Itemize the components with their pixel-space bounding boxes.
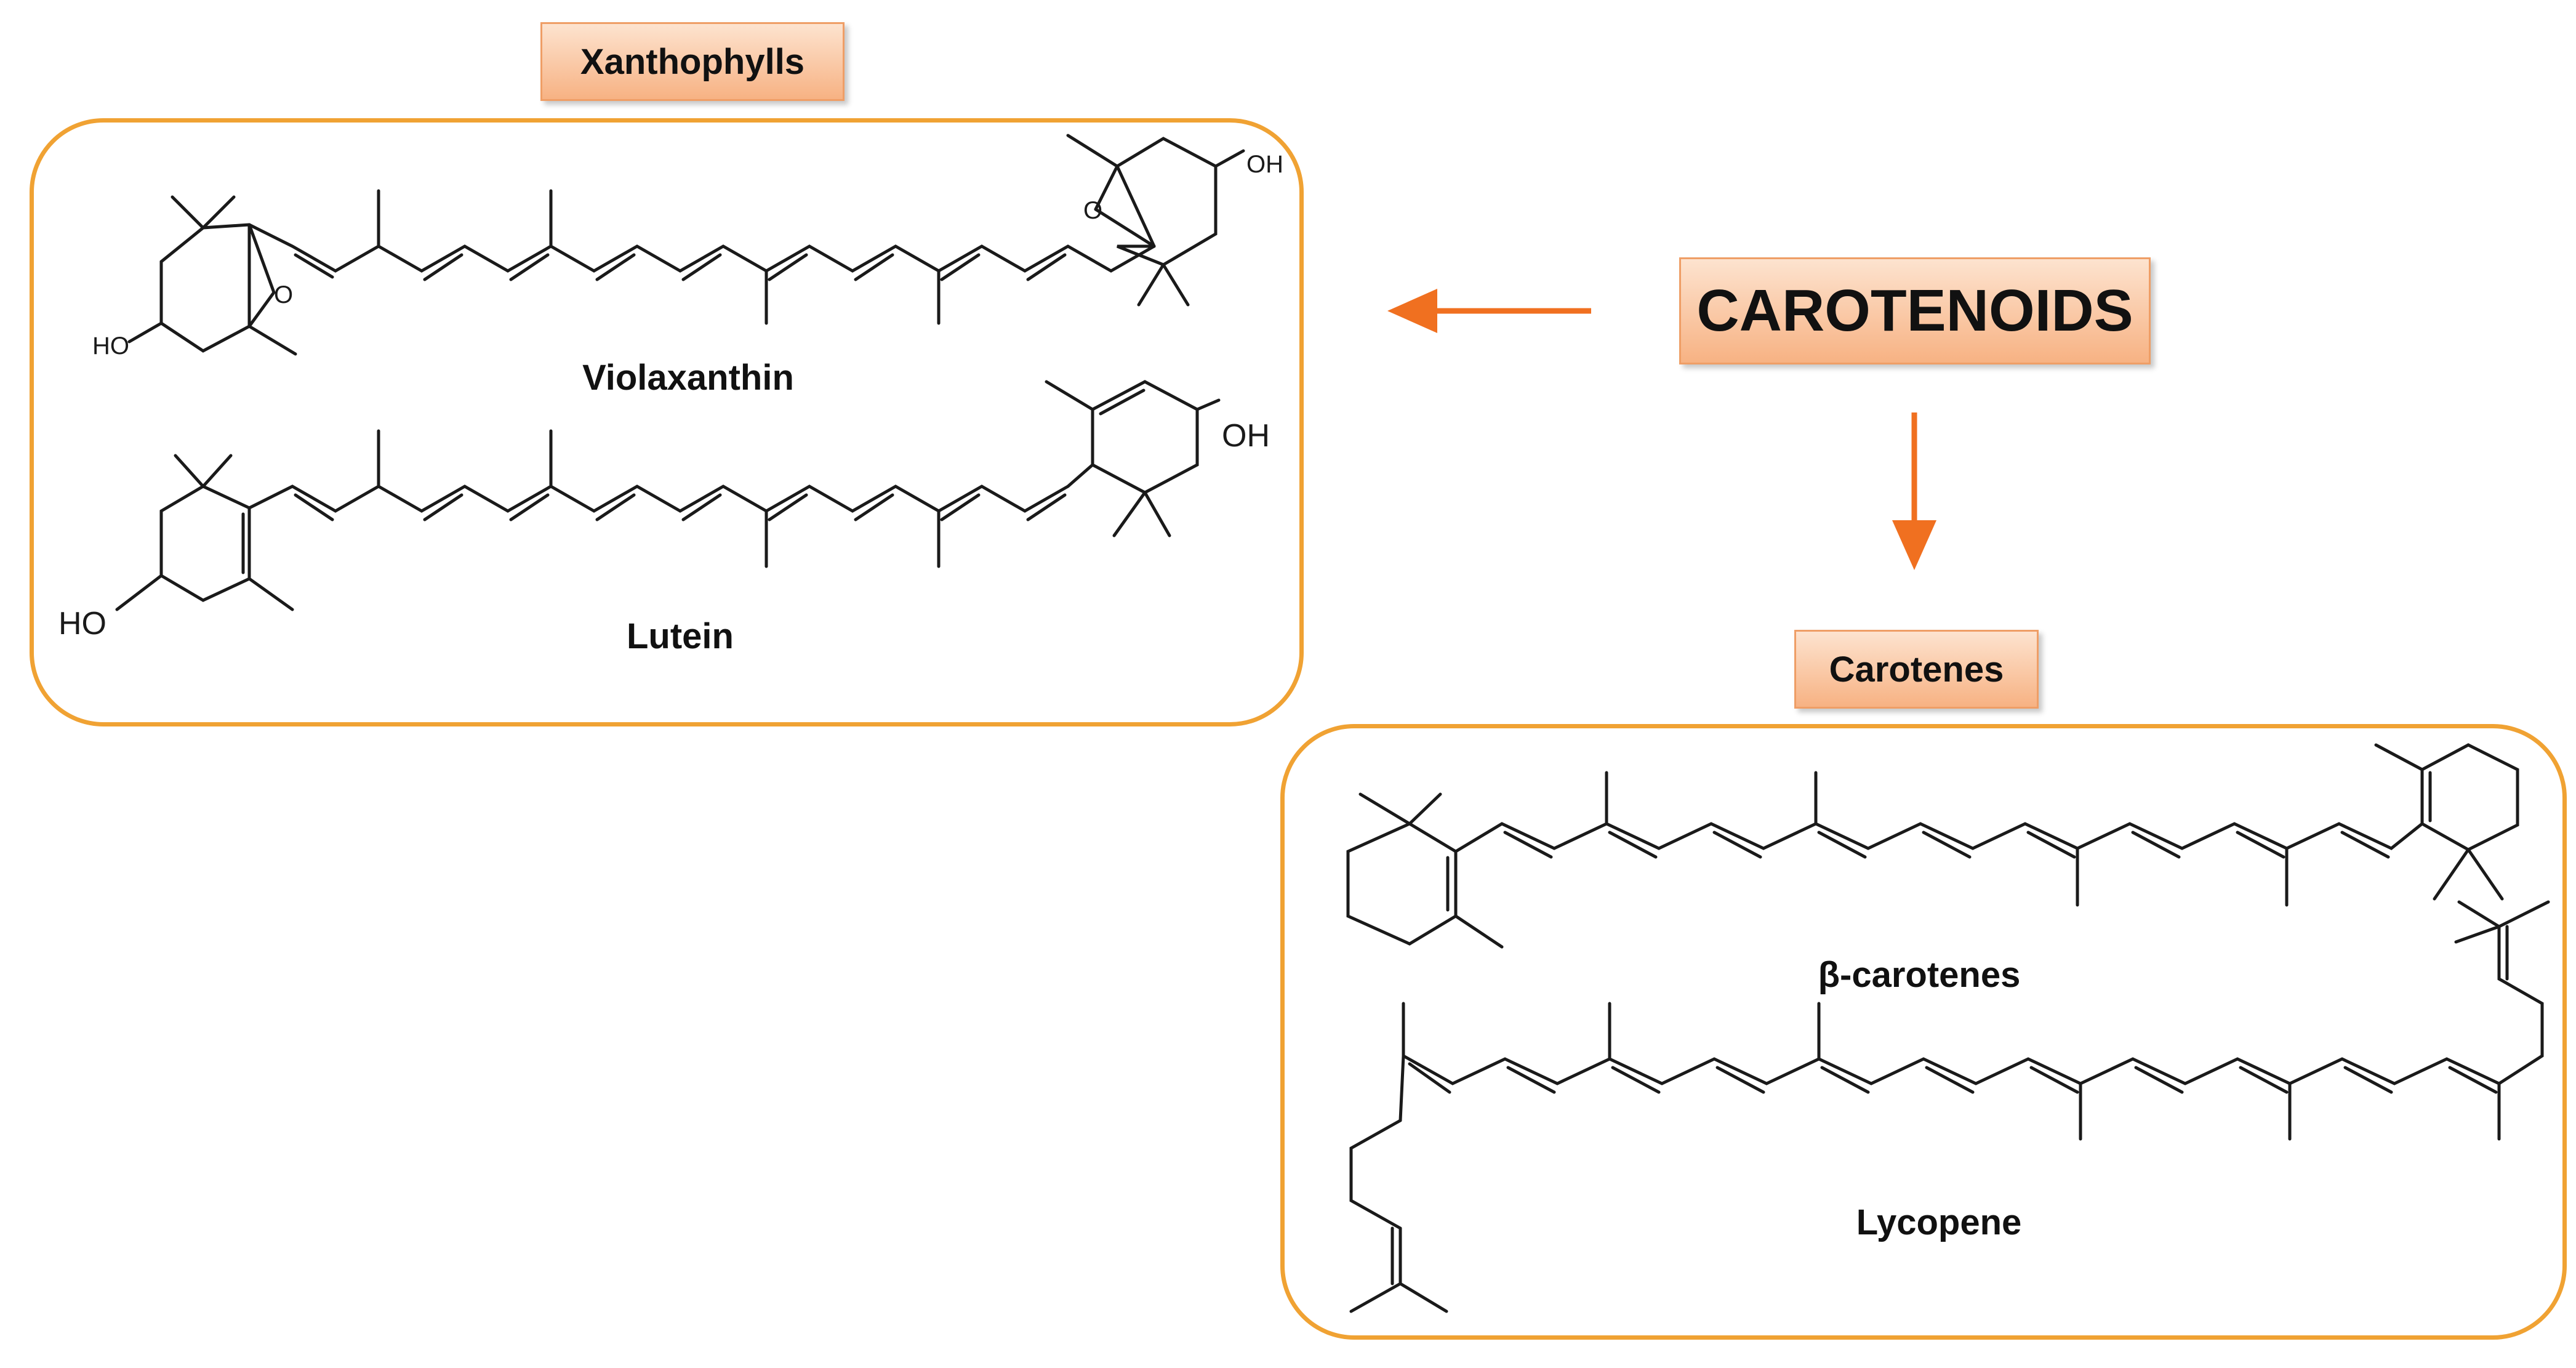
svg-text:O: O (274, 281, 293, 308)
violaxanthin-structure: O O OH HO (92, 134, 1283, 360)
molecule-name-lutein: Lutein (627, 616, 734, 656)
xanthophylls-group-box (30, 118, 1304, 726)
carotenes-label: Carotenes (1794, 630, 2039, 709)
lutein-structure: HO OH (58, 380, 1270, 642)
molecule-name-beta-carotene: β-carotenes (1818, 955, 2021, 995)
lycopene-structure (1349, 900, 2550, 1313)
svg-text:OH: OH (1222, 418, 1270, 454)
beta-carotene-structure (1346, 743, 2519, 949)
svg-text:OH: OH (1246, 151, 1283, 178)
svg-text:HO: HO (92, 332, 129, 360)
molecule-name-lycopene: Lycopene (1856, 1202, 2022, 1242)
svg-text:HO: HO (58, 606, 106, 642)
carotenoids-label: CAROTENOIDS (1679, 257, 2151, 364)
xanthophylls-label: Xanthophylls (540, 22, 845, 101)
carotenes-group-box (1280, 724, 2567, 1340)
svg-text:O: O (1083, 197, 1102, 224)
molecule-name-violaxanthin: Violaxanthin (582, 358, 794, 398)
